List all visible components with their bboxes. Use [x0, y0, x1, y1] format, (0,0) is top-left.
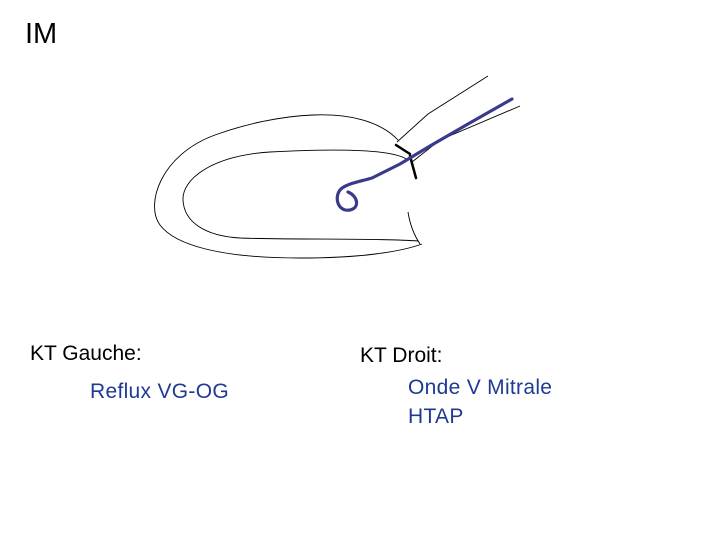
valve-tick-lower — [408, 154, 418, 180]
left-item: Reflux VG-OG — [90, 380, 229, 403]
valve-tick-upper — [394, 143, 412, 156]
left-heading: KT Gauche: — [30, 342, 142, 365]
chamber-inner-outline — [182, 149, 419, 242]
catheter-line — [335, 97, 514, 212]
right-item: HTAP — [408, 405, 464, 428]
vessel-wall-upper — [396, 75, 489, 143]
slide-title: IM — [25, 18, 58, 50]
valve-edge — [407, 211, 421, 245]
right-heading: KT Droit: — [360, 344, 443, 367]
right-item: Onde V Mitrale — [408, 376, 553, 399]
chamber-outer-outline — [154, 114, 423, 259]
